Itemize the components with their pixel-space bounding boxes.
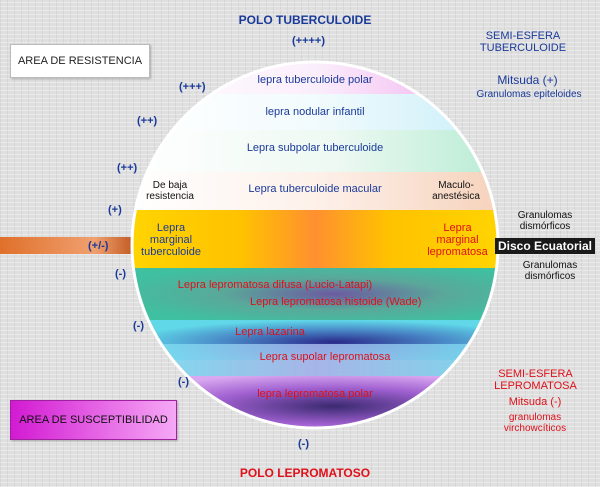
label-baja-resistencia: De baja resistencia: [146, 180, 194, 202]
disco-ecuatorial-label: Disco Ecuatorial: [495, 238, 595, 254]
label-lepromatosa-histoide: Lepra lepromatosa histoide (Wade): [250, 296, 422, 308]
sign-6: (-): [133, 320, 144, 332]
label-tuberculoide-polar: lepra tuberculoide polar: [257, 74, 373, 86]
label-nodular-infantil: lepra nodular infantil: [265, 106, 365, 118]
sign-7: (-): [178, 376, 189, 388]
granulomas-dismorficos-top: Granulomas dismórficos: [517, 210, 573, 232]
label-lazarina: Lepra lazarina: [235, 326, 305, 338]
mitsuda-negative: Mitsuda (-): [508, 396, 562, 408]
band-marginal: [132, 210, 498, 268]
area-susceptibility-box: AREA DE SUSCEPTIBILIDAD: [10, 400, 177, 440]
mitsuda-positive: Mitsuda (+): [497, 73, 558, 87]
sign-1: (+++): [179, 81, 206, 93]
granulomas-dismorficos-bottom: Granulomas dismórficos: [522, 260, 578, 282]
band-subpolar-tuberculoide: [132, 130, 498, 172]
sign-top: (++++): [292, 35, 326, 47]
label-lepromatosa-difusa: Lepra lepromatosa difusa (Lucio-Latapi): [177, 279, 373, 291]
sign-3: (++): [117, 162, 138, 174]
semi-esfera-lepromatosa: SEMI-ESFERA LEPROMATOSA: [494, 368, 577, 392]
label-marginal-tuberculoide: Lepra marginal tuberculoide: [141, 222, 201, 258]
band-subpolar-lepromatosa: [132, 344, 498, 376]
granulomas-virchowciticos: granulomas virchowcíticos: [503, 412, 567, 434]
sign-4: (+): [108, 204, 122, 216]
band-lepromatosa-difusa: [132, 268, 498, 320]
label-supolar-lepromatosa: Lepra supolar lepromatosa: [259, 351, 391, 363]
band-tuberculoide-macular: [132, 172, 498, 210]
label-marginal-lepromatosa: Lepra marginal lepromatosa: [427, 222, 488, 258]
sign-bottom: (-): [298, 438, 309, 450]
equatorial-bar: [0, 237, 135, 254]
sign-equator: (+/-): [88, 240, 109, 252]
area-resistance-box: AREA DE RESISTENCIA: [10, 44, 150, 78]
label-lepromatosa-polar: lepra lepromatosa polar: [257, 388, 373, 400]
sign-2: (++): [137, 115, 158, 127]
label-subpolar-tuberculoide: Lepra subpolar tuberculoide: [246, 142, 384, 154]
pole-top-title: POLO TUBERCULOIDE: [238, 13, 372, 27]
label-maculo-anestesica: Maculo-anestésica: [432, 180, 480, 202]
semi-esfera-tuberculoide: SEMI-ESFERA TUBERCULOIDE: [479, 30, 567, 54]
label-tuberculoide-macular: Lepra tuberculoide macular: [248, 183, 382, 195]
pole-bottom-title: POLO LEPROMATOSO: [239, 466, 371, 480]
granulomas-epiteloides: Granulomas epiteloides: [476, 89, 582, 100]
sign-5: (-): [115, 268, 126, 280]
